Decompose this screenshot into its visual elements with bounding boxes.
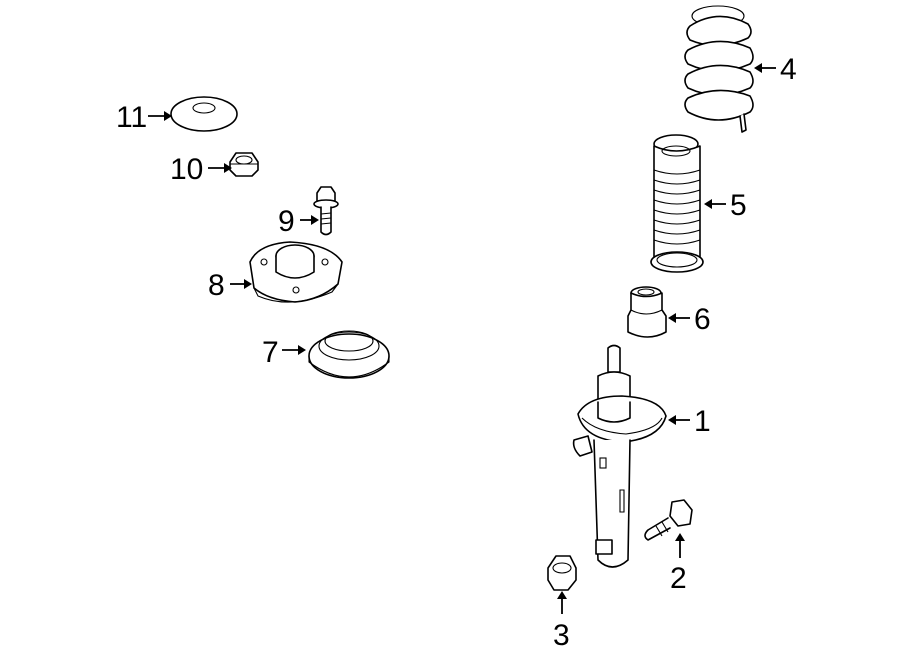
arrow-10-head: [224, 163, 232, 173]
callout-10: 10: [170, 153, 203, 186]
callout-6: 6: [694, 303, 711, 336]
arrow-4-head: [754, 63, 762, 73]
callout-11: 11: [116, 101, 147, 134]
callout-3: 3: [553, 619, 570, 652]
part-10-nut[interactable]: [229, 152, 259, 177]
arrow-8-head: [244, 279, 252, 289]
callout-labels: 11 10 9 8 7 4 5 6 1 2 3: [116, 53, 797, 652]
callout-7: 7: [262, 336, 279, 369]
callout-8: 8: [208, 269, 225, 302]
part-6-bump-stop[interactable]: [627, 286, 667, 338]
arrow-3-head: [557, 591, 567, 599]
arrow-5-head: [704, 199, 712, 209]
leader-arrows: [148, 63, 776, 614]
part-8-strut-mount[interactable]: [249, 241, 343, 303]
part-1-strut[interactable]: [572, 344, 667, 568]
arrow-2-head: [675, 533, 685, 541]
arrow-6-head: [668, 313, 676, 323]
part-9-bolt[interactable]: [313, 186, 339, 236]
callout-1: 1: [694, 405, 711, 438]
callout-4: 4: [780, 53, 797, 86]
callout-5: 5: [730, 189, 747, 222]
arrow-7-head: [298, 345, 306, 355]
callout-2: 2: [670, 562, 687, 595]
part-3-nut[interactable]: [547, 555, 577, 591]
arrow-9-head: [311, 215, 319, 225]
arrow-11-head: [164, 111, 172, 121]
part-7-bearing[interactable]: [308, 330, 390, 379]
arrow-1-head: [668, 415, 676, 425]
part-2-bolt[interactable]: [644, 499, 693, 541]
callout-9: 9: [278, 205, 295, 238]
part-4-coil-spring[interactable]: [684, 5, 754, 133]
part-5-dust-boot[interactable]: [650, 134, 704, 273]
part-11-washer[interactable]: [170, 96, 238, 132]
